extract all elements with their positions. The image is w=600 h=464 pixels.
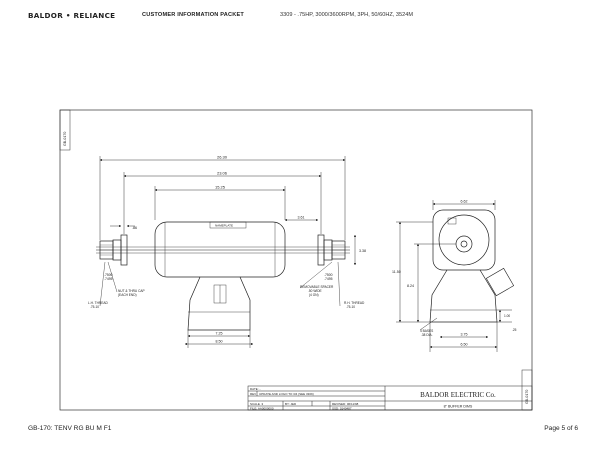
tb-scale: SCALE .3 [250, 402, 264, 406]
callout-bases: 4 BASES.38 DIA. [420, 329, 433, 337]
tb-ssd: SSD: 0140487 [332, 407, 352, 411]
dim-body: 15.25 [215, 185, 226, 190]
side-id-right: GB-0170 [525, 390, 529, 404]
dim-foot-outer: 6.50 [461, 343, 468, 347]
baldor-reliance-logo: BALDOR • RELIANCE [28, 11, 116, 20]
dim-end-width: 6.62 [461, 200, 468, 204]
dim-dia1: .7500 [104, 273, 113, 277]
dim-small: 1.00 [504, 314, 510, 318]
side-id-left: GB-0170 [63, 132, 67, 146]
dim-left-offset: .86 [132, 226, 137, 230]
callout-rh-thread: R.H. THREAD.75-10 [344, 301, 365, 309]
nameplate-label: NAMEPLATE [215, 224, 233, 228]
dim-overall: 26.30 [217, 155, 228, 160]
tb-revised: REVISED: 06/11/98 [332, 402, 359, 406]
callout-lh-thread: L.H. THREAD.75-10 [88, 301, 108, 309]
dim-height: 11.50 [392, 270, 401, 274]
callout-removable-spacer: REMOVABLE SPACER.50 WIDE(4 ON) [300, 285, 334, 297]
packet-title: CUSTOMER INFORMATION PACKET [142, 12, 245, 18]
tb-rev-line: UPDATE AND LOGO TO 3/4 (SEE 3309) [259, 392, 314, 396]
dim-base-outer: 8.50 [216, 340, 223, 344]
dim-base-inner: 7.25 [216, 332, 223, 336]
side-id-box-left [59, 109, 71, 151]
svg-text:REV: REV [250, 392, 256, 396]
dim-inner: 23.06 [217, 171, 228, 176]
dim-dia1b: .7495 [104, 277, 113, 281]
end-view [429, 209, 515, 323]
dim-guard: 3.38 [359, 249, 366, 253]
page-header: BALDOR • RELIANCE CUSTOMER INFORMATION P… [28, 10, 588, 24]
tb-by: BY: JED [285, 402, 297, 406]
motor-spec: 3309 - .75HP, 3000/3600RPM, 3PH, 50/60HZ… [280, 12, 413, 18]
tb-date: DATE: - [250, 387, 260, 391]
front-view [96, 221, 350, 331]
dim-dia2b: .7495 [324, 277, 333, 281]
footer-page-number: Page 5 of 6 [544, 425, 578, 432]
dim-dia2: .7500 [324, 273, 333, 277]
tb-company: BALDOR ELECTRIC Co. [420, 391, 496, 399]
title-block [247, 385, 533, 411]
dim-foot-w: 3.75 [461, 333, 468, 337]
dim-center-h: 8.24 [407, 284, 414, 288]
drawing-frame [59, 109, 533, 411]
dim-small2: .25 [512, 328, 517, 332]
tb-description: 8" BUFFER DIMS [444, 405, 473, 409]
tb-file: FILE: AA0000000 [250, 407, 274, 411]
callout-nut-cap-1: NUT & THRU CAP [118, 289, 145, 293]
footer-document-id: GB-170: TENV RG BU M F1 [28, 425, 112, 432]
dim-right-offset: 3.61 [298, 216, 305, 220]
callout-nut-cap-2: (EACH END) [118, 293, 137, 297]
